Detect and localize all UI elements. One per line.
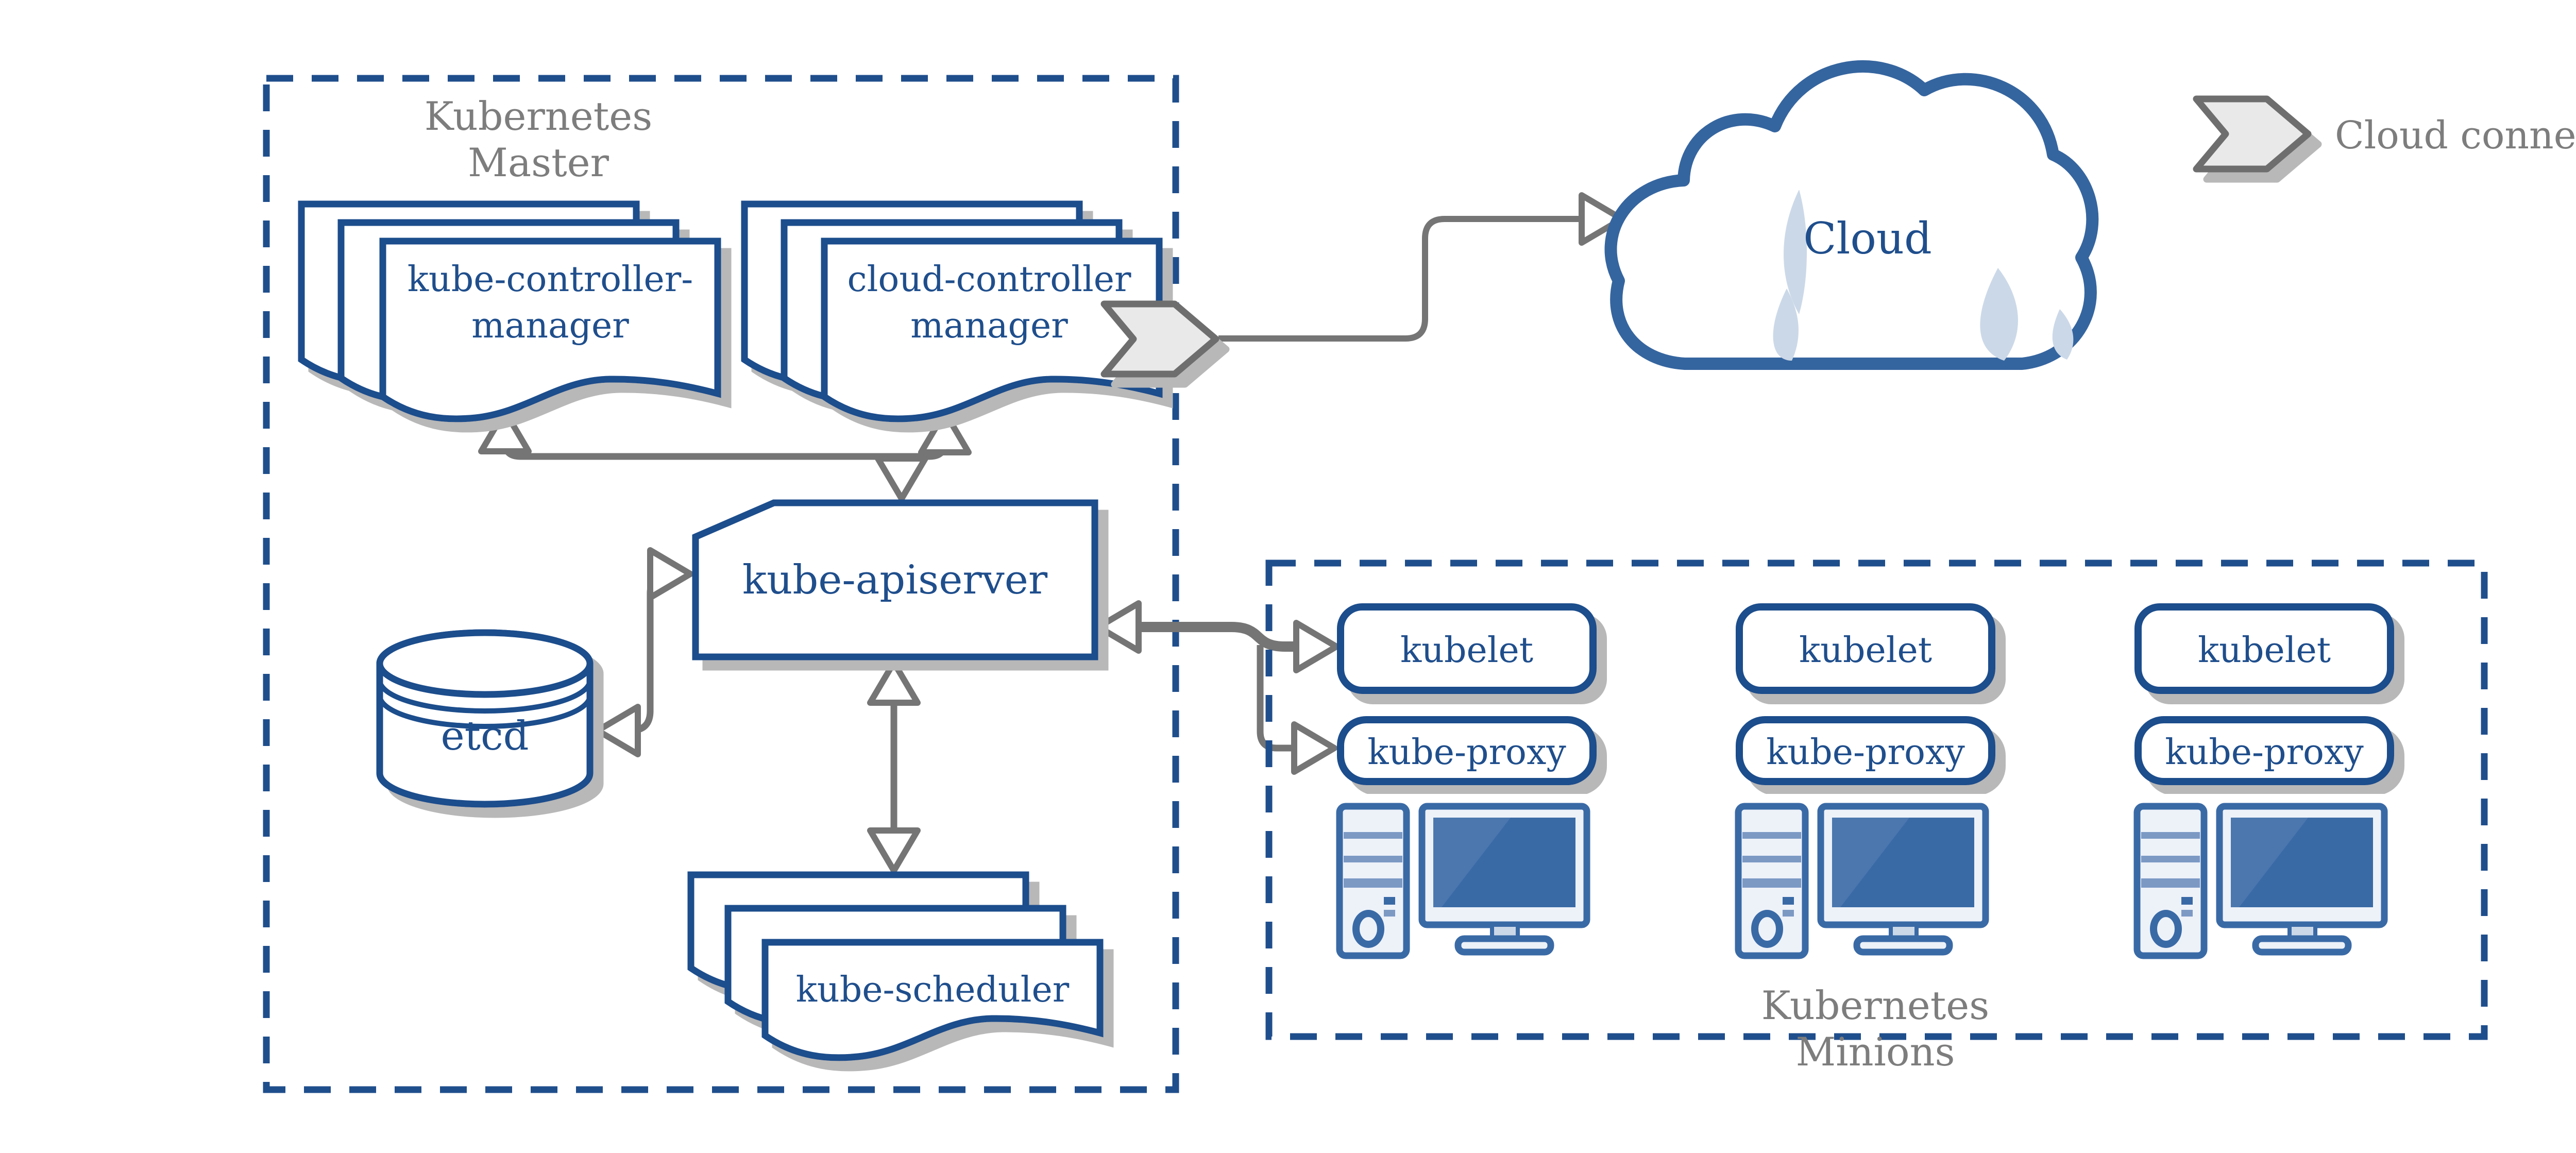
- cloud-controller-manager-label-line1: cloud-controller: [848, 259, 1131, 300]
- kubelet-label: kubelet: [2198, 630, 2331, 671]
- kube-proxy-box: [2134, 716, 2394, 785]
- master-title-line2: Master: [468, 140, 609, 185]
- kube-apiserver-label: kube-apiserver: [742, 557, 1048, 603]
- cloud-connector-legend-icon: [2196, 99, 2308, 169]
- cloud-accent: [1784, 190, 1807, 314]
- kube-controller-manager-node: kube-controller- manager: [301, 204, 718, 419]
- arrow-apiserver-scheduler: [870, 663, 918, 871]
- etcd-node: [376, 629, 594, 808]
- workstation-icon: [1738, 806, 1986, 956]
- minion-node: kubelet kube-proxy: [1337, 603, 1597, 956]
- kube-proxy-label: kube-proxy: [2165, 732, 2364, 773]
- legend-label: Cloud connector: [2335, 113, 2576, 158]
- legend: Cloud connector: [2196, 99, 2576, 169]
- kube-scheduler-node: kube-scheduler: [691, 875, 1100, 1058]
- cloud-controller-manager-label-line2: manager: [910, 306, 1068, 346]
- cloud-controller-manager-node: cloud-controller manager: [744, 204, 1216, 419]
- kube-proxy-label: kube-proxy: [1367, 732, 1566, 773]
- cloud-accent: [2052, 309, 2074, 360]
- minion-node: kubelet kube-proxy: [1736, 603, 1995, 956]
- kube-controller-manager-label-line2: manager: [471, 306, 629, 346]
- kube-scheduler-label: kube-scheduler: [796, 970, 1070, 1010]
- cloud-node: Cloud: [1604, 60, 2099, 370]
- kube-apiserver-node: kube-apiserver: [692, 499, 1098, 660]
- arrow-apiserver-kubelet: [1098, 603, 1336, 772]
- cloud-label: Cloud: [1803, 213, 1932, 264]
- kubelet-label: kubelet: [1799, 630, 1932, 671]
- kube-proxy-label: kube-proxy: [1766, 732, 1965, 773]
- kube-proxy-box: [1337, 716, 1597, 785]
- kubelet-box: [1337, 603, 1597, 694]
- kube-controller-manager-label-line1: kube-controller-: [408, 259, 693, 300]
- arrow-apiserver-etcd: [598, 550, 690, 754]
- etcd-label: etcd: [440, 713, 529, 759]
- cloud-accent: [1980, 268, 2018, 361]
- cloud-accent: [1773, 289, 1799, 361]
- kubelet-box: [1736, 603, 1995, 694]
- workstation-icon: [2137, 806, 2384, 956]
- minions-title-line2: Minions: [1795, 1029, 1955, 1075]
- minion-node: kubelet kube-proxy: [2134, 603, 2394, 956]
- kubernetes-master-boundary: [263, 75, 1179, 1093]
- minions-title-line1: Kubernetes: [1761, 982, 1989, 1028]
- cloud-shape: [1604, 60, 2099, 370]
- kubelet-box: [2134, 603, 2394, 694]
- master-title-line1: Kubernetes: [425, 93, 652, 139]
- workstation-icon: [1340, 806, 1587, 956]
- kubernetes-minions-boundary: [1265, 559, 2488, 1040]
- kubelet-label: kubelet: [1400, 630, 1533, 671]
- arrow-apiserver-to-controller-managers: [481, 411, 969, 499]
- arrow-ccm-to-cloud: [1218, 195, 1622, 342]
- kube-proxy-box: [1736, 716, 1995, 785]
